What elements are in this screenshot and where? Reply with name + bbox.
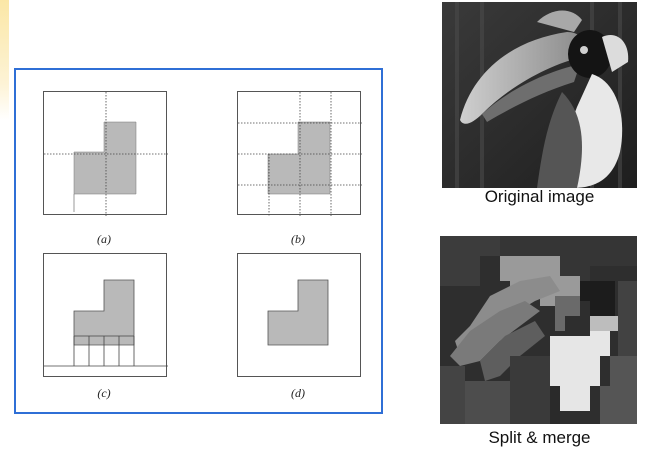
panel-b-drawing — [238, 92, 362, 216]
panel-c-label: (c) — [97, 386, 111, 400]
region-shape — [267, 279, 329, 346]
panel-a — [43, 91, 168, 216]
split-merge-image — [440, 236, 637, 424]
split-merge-caption: Split & merge — [488, 428, 591, 447]
panel-a-label: (a) — [97, 232, 111, 246]
quadtree-figure-frame: (a) (b) (c) (d) — [14, 68, 383, 414]
hornbill-photo — [442, 2, 637, 188]
panel-b-label: (b) — [291, 232, 305, 246]
segmented-photo — [440, 236, 637, 424]
panel-a-drawing — [44, 92, 168, 216]
panel-d-label: (d) — [291, 386, 305, 400]
region-shape — [73, 121, 137, 212]
panel-c — [43, 253, 168, 377]
decorative-side-strip — [0, 0, 9, 120]
panel-d-drawing — [267, 279, 329, 346]
region-shape — [267, 121, 331, 195]
panel-b — [237, 91, 362, 216]
region-shape — [73, 279, 135, 346]
panel-d — [237, 253, 361, 377]
original-image-caption: Original image — [484, 187, 595, 206]
panel-c-drawing — [44, 279, 168, 367]
original-image — [442, 2, 637, 188]
